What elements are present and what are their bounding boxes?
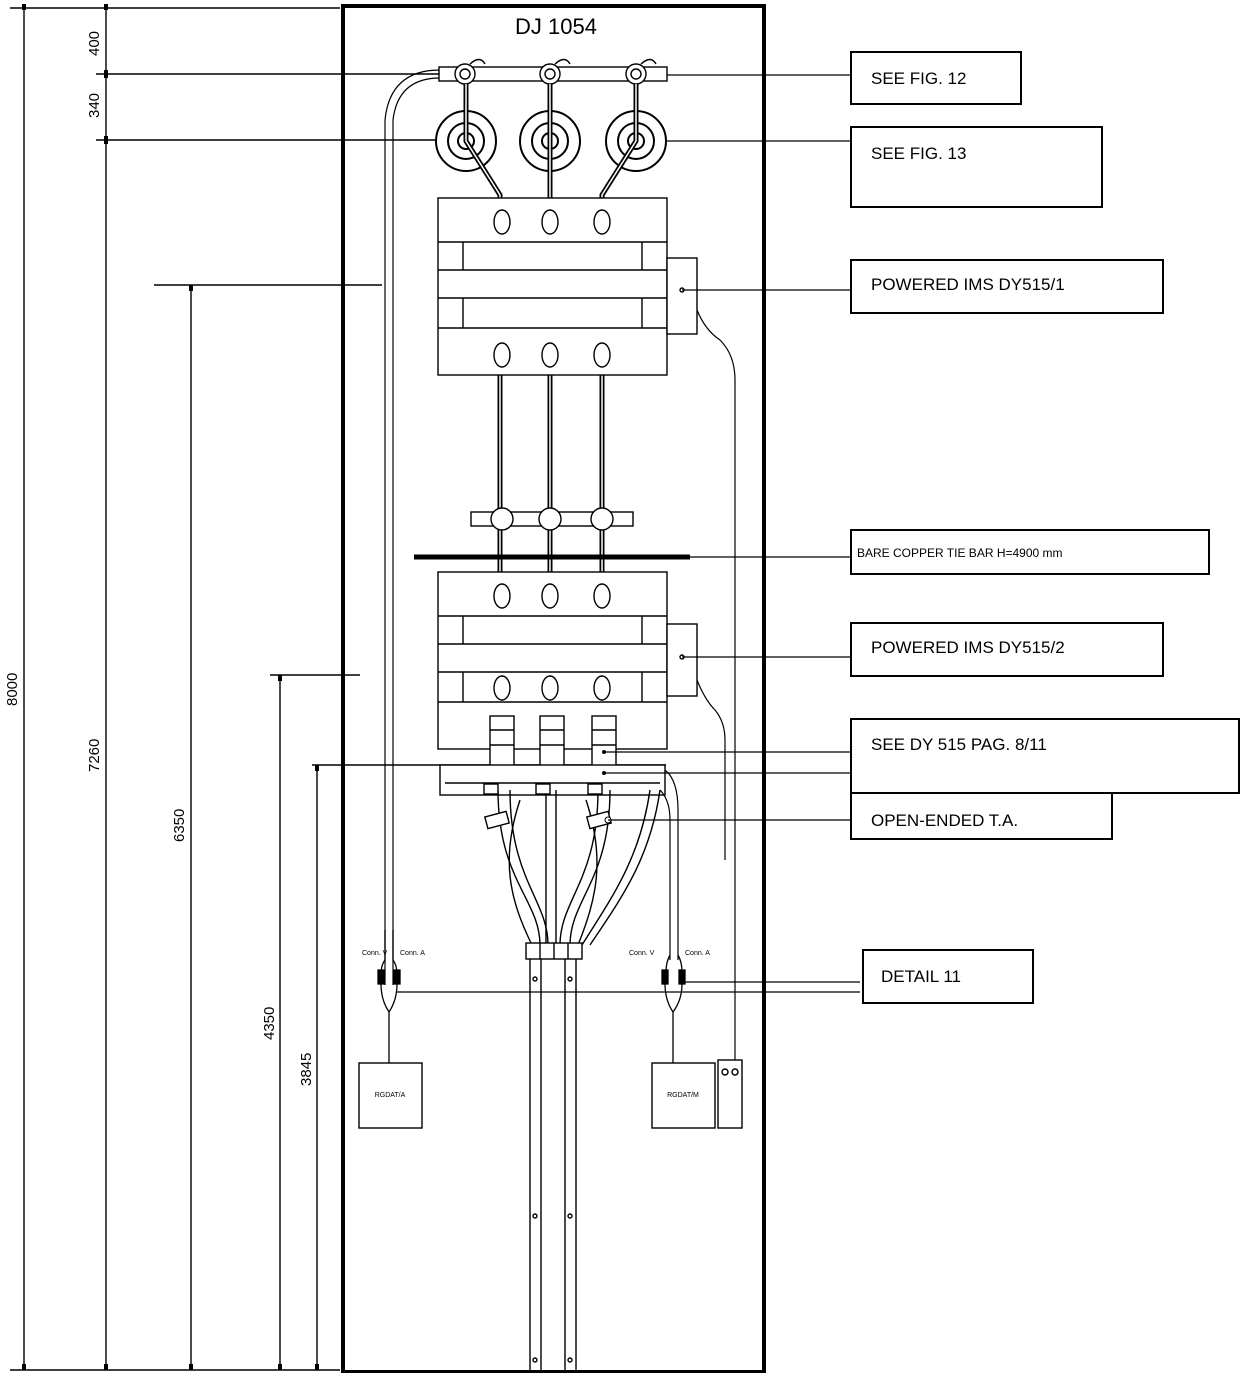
dimension-ticks (22, 4, 319, 1370)
ims2-fuses (493, 583, 611, 701)
rgdat-m-box (651, 1062, 716, 1129)
callout-open-ended: OPEN-ENDED T.A. (850, 792, 1113, 840)
right-conn-v-label: Conn. V (629, 950, 655, 957)
ct-clamps (483, 783, 613, 830)
callout-fig12-text: SEE FIG. 12 (871, 69, 966, 88)
callout-dy515-text: SEE DY 515 PAG. 8/11 (871, 735, 1047, 754)
callout-detail11: DETAIL 11 (862, 949, 1034, 1004)
right-signal-cable (664, 769, 679, 960)
dim-plate-height: 3845 (298, 1053, 315, 1086)
dim-second-offset: 340 (86, 93, 103, 118)
lower-cables (497, 789, 661, 946)
callout-ims1: POWERED IMS DY515/1 (850, 259, 1164, 314)
ims1-fuses (493, 209, 611, 368)
right-connectors (661, 954, 686, 1063)
rgdat-a-label: RGDAT/A (375, 1092, 406, 1099)
rgdat-a-box (358, 1062, 423, 1129)
cabinet-title: DJ 1054 (515, 14, 597, 39)
aux-socket (717, 1059, 743, 1129)
cable-gland (525, 942, 583, 960)
callout-ims2: POWERED IMS DY515/2 (850, 622, 1164, 677)
left-connectors (377, 930, 401, 1063)
dim-overall-height: 8000 (4, 673, 21, 706)
callout-ims2-text: POWERED IMS DY515/2 (871, 638, 1065, 657)
ims1-aux-cable (696, 309, 736, 1060)
dim-bushing-height: 7260 (86, 739, 103, 772)
cabinet-outline (341, 4, 766, 1373)
dim-top-offset: 400 (86, 31, 103, 56)
callout-fig12: SEE FIG. 12 (850, 51, 1022, 105)
cable-ducts (529, 959, 577, 1372)
callout-tie-bar: BARE COPPER TIE BAR H=4900 mm (850, 529, 1210, 575)
callout-fig13-text: SEE FIG. 13 (871, 144, 966, 163)
callout-fig13: SEE FIG. 13 (850, 126, 1103, 208)
callout-detail11-text: DETAIL 11 (881, 967, 961, 986)
rgdat-m-label: RGDAT/M (667, 1092, 699, 1099)
callout-tie-bar-text: BARE COPPER TIE BAR H=4900 mm (857, 546, 1063, 560)
left-conn-v-label: Conn. V (362, 950, 388, 957)
right-conn-a-label: Conn. A (685, 950, 710, 957)
dim-ims2-height: 4350 (261, 1007, 278, 1040)
right-signal-cable-2 (659, 789, 671, 960)
top-busbar (438, 58, 668, 85)
left-conn-a-label: Conn. A (400, 950, 425, 957)
dim-ims1-height: 6350 (171, 809, 188, 842)
cable-terminations (489, 715, 617, 767)
left-cable (384, 69, 441, 985)
ims2-aux-cable (696, 679, 726, 860)
ims-unit-2 (437, 571, 698, 750)
ims-unit-1 (437, 197, 698, 376)
callout-ims1-text: POWERED IMS DY515/1 (871, 275, 1065, 294)
support-plate (439, 764, 666, 796)
mid-insulator-bar (470, 507, 634, 531)
callout-dy515: SEE DY 515 PAG. 8/11 (850, 718, 1240, 794)
callout-open-ended-text: OPEN-ENDED T.A. (871, 811, 1018, 830)
